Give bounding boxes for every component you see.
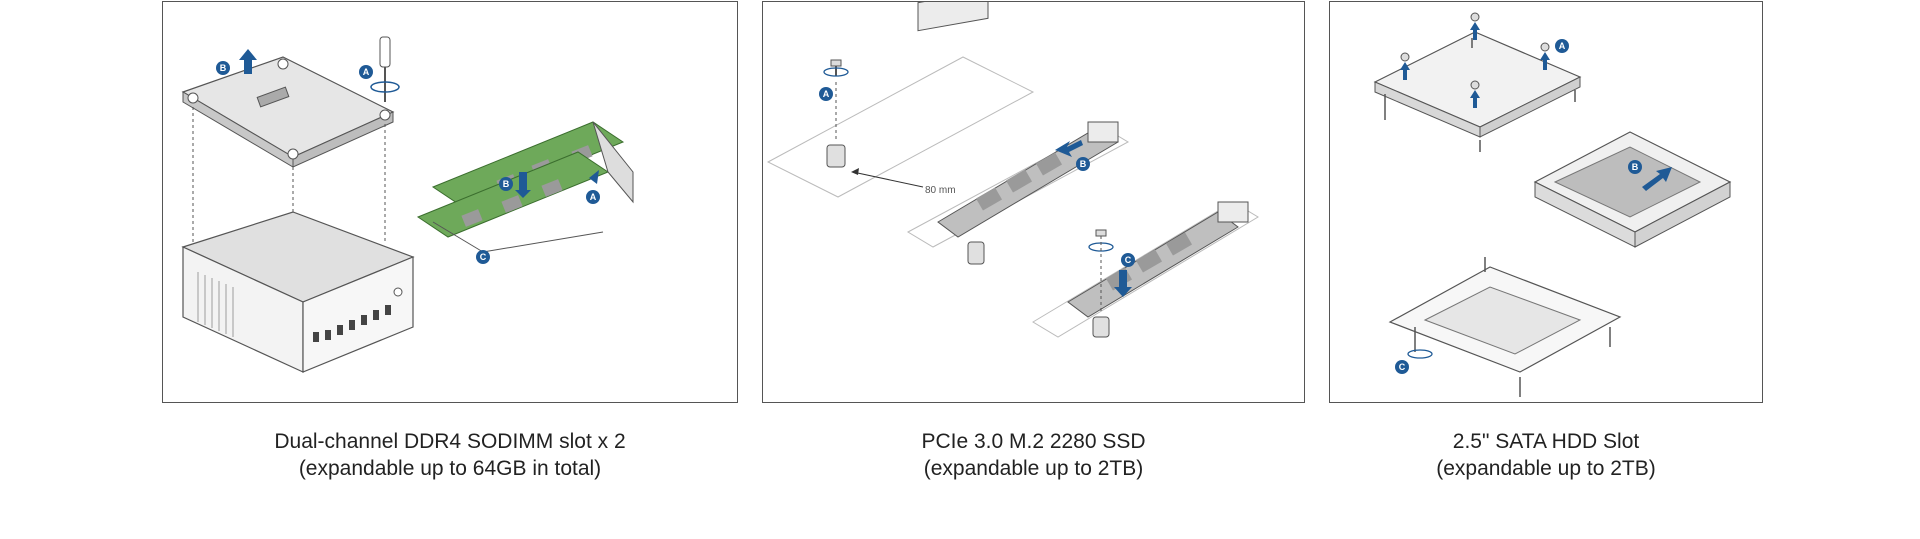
ssd-install-illustration: A 80 mm B xyxy=(766,2,1259,338)
hdd-bottom-bracket xyxy=(1388,257,1622,397)
m2-connector-top xyxy=(917,2,989,32)
hdd-frame-screws xyxy=(1400,12,1550,108)
ram-step-badge-c: C xyxy=(432,221,604,264)
hdd-install-panel: A B C xyxy=(1329,1,1763,403)
ram-step-badge-a: A xyxy=(586,170,600,204)
ram-install-illustration: A B xyxy=(181,36,634,373)
hdd-caption-line1: 2.5" SATA HDD Slot xyxy=(1452,430,1640,453)
ssd-step-badge-c: C xyxy=(1114,253,1135,297)
svg-text:A: A xyxy=(1559,41,1566,51)
ssd-fix-screw-icon xyxy=(1088,229,1114,338)
ssd-install-panel: A 80 mm B xyxy=(762,1,1305,403)
ssd-caption-line1: PCIe 3.0 M.2 2280 SSD xyxy=(921,430,1146,453)
hdd-step-badge-b: B xyxy=(1628,160,1672,191)
hdd-caption: 2.5" SATA HDD Slot (expandable up to 2TB… xyxy=(1329,428,1763,482)
hdd-install-illustration: A B C xyxy=(1373,12,1732,397)
lift-arrow-icon xyxy=(239,49,257,74)
svg-text:A: A xyxy=(363,67,370,77)
ssd-caption-line2: (expandable up to 2TB) xyxy=(923,457,1144,480)
ssd-step-badge-b: B xyxy=(1055,140,1090,171)
ram-install-panel: A B xyxy=(162,1,738,403)
standoff-screw-icon xyxy=(823,59,849,168)
bottom-lid-plate xyxy=(181,56,395,168)
hdd-caption-line2: (expandable up to 2TB) xyxy=(1436,457,1656,480)
ram-caption-line2: (expandable up to 64GB in total) xyxy=(298,457,602,480)
ssd-caption: PCIe 3.0 M.2 2280 SSD (expandable up to … xyxy=(762,428,1305,482)
svg-text:B: B xyxy=(1080,159,1087,169)
ssd-step-badge-a: A xyxy=(819,87,833,101)
board-outline xyxy=(766,56,1259,338)
svg-text:80 mm: 80 mm xyxy=(925,185,956,196)
svg-text:A: A xyxy=(823,89,830,99)
m2-ssd-bottom xyxy=(1067,201,1249,318)
svg-text:B: B xyxy=(220,63,227,73)
m2-ssd-middle xyxy=(937,121,1119,238)
sodimm-slot-bracket xyxy=(592,121,634,204)
step-badge-b: B xyxy=(216,61,230,75)
svg-text:A: A xyxy=(590,192,597,202)
screwdriver-icon xyxy=(370,36,400,102)
svg-text:C: C xyxy=(1125,255,1132,265)
standoff-post xyxy=(967,241,985,265)
hdd-step-badge-c: C xyxy=(1395,349,1433,374)
ram-step-badge-b: B xyxy=(499,172,531,198)
step-badge-a: A xyxy=(359,65,373,79)
mini-pc-chassis xyxy=(181,211,415,373)
svg-text:C: C xyxy=(1399,362,1406,372)
hdd-tray xyxy=(1533,131,1732,248)
hdd-step-badge-a: A xyxy=(1555,39,1569,53)
svg-text:C: C xyxy=(480,252,487,262)
svg-text:B: B xyxy=(1632,162,1639,172)
hdd-top-frame xyxy=(1373,31,1582,152)
ram-caption: Dual-channel DDR4 SODIMM slot x 2 (expan… xyxy=(162,428,738,482)
ram-caption-line1: Dual-channel DDR4 SODIMM slot x 2 xyxy=(274,430,626,453)
length-dimension: 80 mm xyxy=(851,168,956,196)
svg-text:B: B xyxy=(503,179,510,189)
